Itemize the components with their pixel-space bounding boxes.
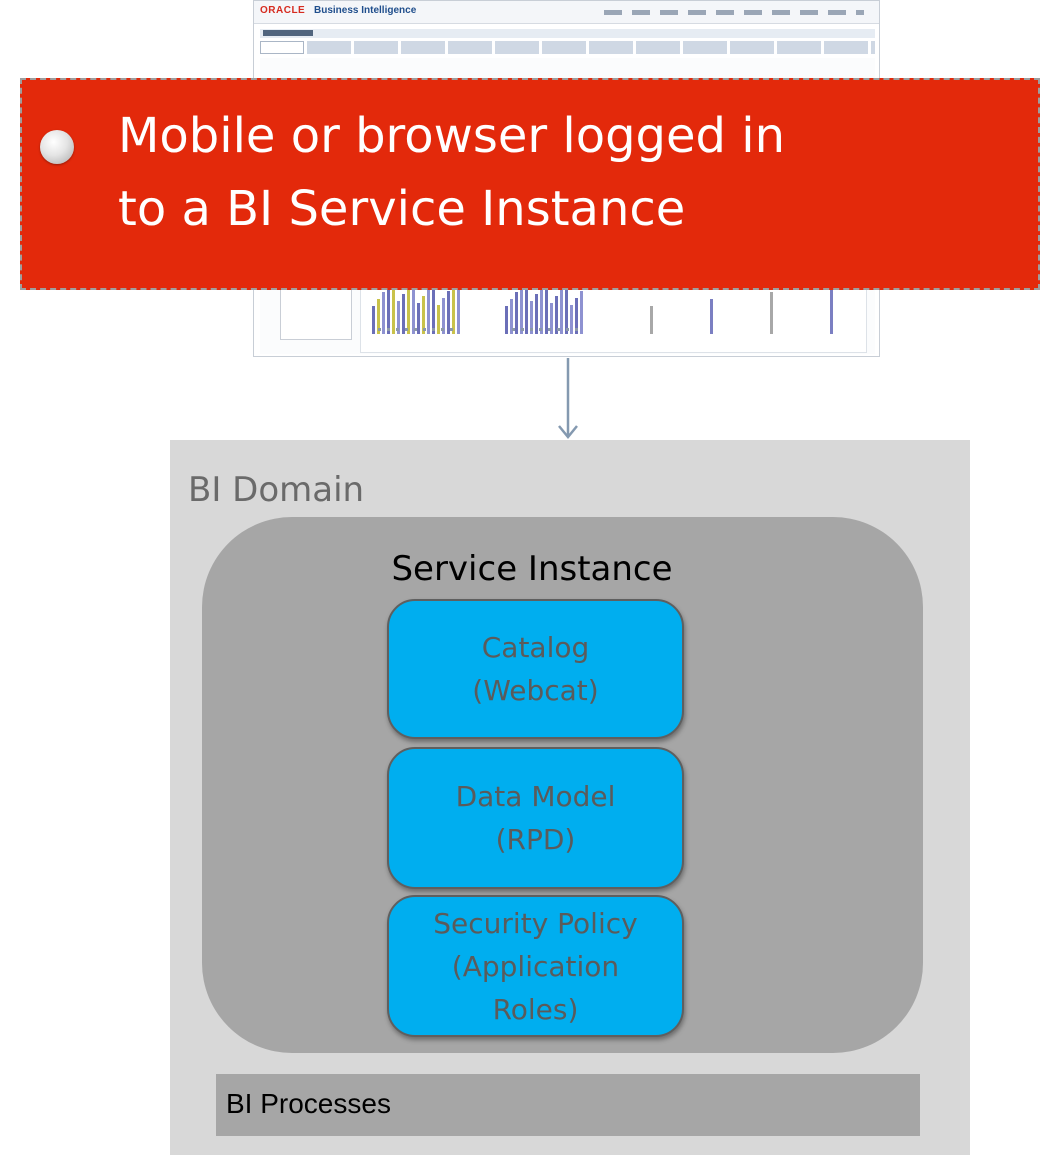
security-policy-box: Security Policy (Application Roles) xyxy=(387,895,684,1037)
bi-domain-label: BI Domain xyxy=(188,470,365,510)
thumbnail-bar xyxy=(427,289,430,334)
thumbnail-bar xyxy=(452,284,455,334)
thumbnail-bar xyxy=(387,285,390,334)
security-policy-label: Security Policy (Application Roles) xyxy=(433,906,638,1026)
screenshot-header: ORACLE Business Intelligence xyxy=(254,1,879,24)
thumbnail-bar xyxy=(422,296,425,334)
chart-bars-3 xyxy=(650,274,860,334)
thumbnail-bar xyxy=(407,287,410,334)
catalog-box: Catalog (Webcat) xyxy=(387,599,684,739)
thumbnail-bar xyxy=(510,299,513,334)
service-instance: Service Instance Catalog (Webcat) Data M… xyxy=(202,517,923,1053)
thumbnail-bar xyxy=(377,299,380,334)
thumbnail-bar xyxy=(515,292,518,334)
data-model-label: Data Model (RPD) xyxy=(455,780,616,856)
thumbnail-bar xyxy=(575,298,578,334)
thumbnail-bar xyxy=(417,303,420,334)
callout-banner: Mobile or browser logged in to a BI Serv… xyxy=(20,78,1040,290)
thumbnail-bar xyxy=(392,278,395,334)
thumbnail-bar xyxy=(412,280,415,334)
thumbnail-bar xyxy=(830,285,833,334)
dashboard-title-bar xyxy=(260,29,875,38)
thumbnail-bar xyxy=(540,287,543,334)
thumbnail-bar xyxy=(520,285,523,334)
thumbnail-bar xyxy=(535,294,538,334)
chart-axis-1 xyxy=(378,328,458,331)
thumbnail-bar xyxy=(432,282,435,334)
thumbnail-bar xyxy=(505,306,508,334)
thumbnail-bar xyxy=(560,289,563,334)
thumbnail-bar xyxy=(710,299,713,334)
thumbnail-bar xyxy=(570,305,573,334)
thumbnail-bar xyxy=(372,306,375,334)
header-links xyxy=(604,10,864,15)
thumbnail-bar xyxy=(397,301,400,334)
banner-text: Mobile or browser logged in to a BI Serv… xyxy=(118,100,1028,246)
thumbnail-bar xyxy=(580,291,583,334)
bi-domain: BI Domain Service Instance Catalog (Webc… xyxy=(170,440,970,1155)
thumbnail-bar xyxy=(457,277,460,334)
bi-processes-label: BI Processes xyxy=(226,1088,391,1119)
thumbnail-bar xyxy=(545,280,548,334)
thumbnail-bar xyxy=(437,305,440,334)
chart-axis-2 xyxy=(512,328,582,331)
thumbnail-bar xyxy=(550,303,553,334)
bi-processes-bar: BI Processes xyxy=(216,1074,920,1136)
bullet-icon xyxy=(40,130,74,164)
dashboard-tabs xyxy=(260,41,875,54)
chart-bars-1 xyxy=(372,274,462,334)
service-instance-label: Service Instance xyxy=(391,549,673,589)
chart-bars-2 xyxy=(505,274,585,334)
thumbnail-bar xyxy=(530,301,533,334)
banner-line-1: Mobile or browser logged in xyxy=(118,108,786,164)
thumbnail-bar xyxy=(770,292,773,334)
thumbnail-bar xyxy=(442,298,445,334)
thumbnail-bar xyxy=(555,296,558,334)
thumbnail-bar xyxy=(650,306,653,334)
thumbnail-bar xyxy=(565,282,568,334)
product-name: Business Intelligence xyxy=(314,5,417,16)
banner-line-2: to a BI Service Instance xyxy=(118,181,686,237)
data-model-box: Data Model (RPD) xyxy=(387,747,684,889)
thumbnail-bar xyxy=(382,292,385,334)
thumbnail-bar xyxy=(447,291,450,334)
catalog-label: Catalog (Webcat) xyxy=(472,631,599,707)
thumbnail-bar xyxy=(525,278,528,334)
thumbnail-bar xyxy=(402,294,405,334)
oracle-logo: ORACLE xyxy=(260,5,306,16)
down-arrow-icon xyxy=(558,358,578,439)
